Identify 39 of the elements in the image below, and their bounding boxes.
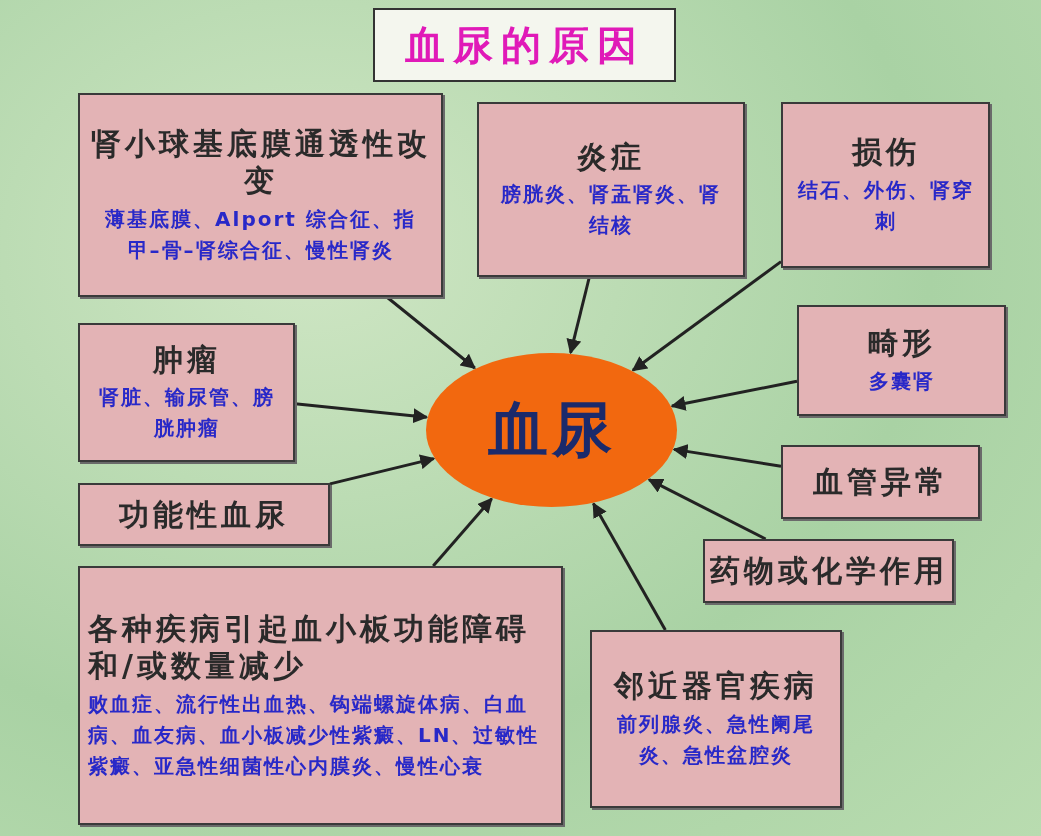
cause-heading: 邻近器官疾病	[614, 667, 818, 705]
cause-box	[477, 102, 745, 277]
cause-box	[78, 323, 295, 462]
cause-heading: 畸形	[867, 324, 936, 362]
arrow	[294, 402, 429, 424]
cause-heading: 各种疾病引起血小板功能障碍和/或数量减少	[88, 609, 531, 685]
arrow	[672, 444, 782, 468]
cause-heading: 功能性血尿	[119, 495, 289, 534]
cause-box	[781, 445, 980, 519]
cause-box	[797, 305, 1006, 416]
center-label: 血尿	[487, 392, 616, 466]
cause-box	[78, 566, 563, 825]
arrow	[566, 276, 591, 355]
arrow	[432, 497, 493, 567]
cause-box	[781, 102, 990, 268]
cause-examples: 肾脏、输尿管、膀胱肿瘤	[97, 384, 276, 443]
arrow	[329, 454, 436, 486]
cause-heading: 肾小球基底膜通透性改变	[90, 124, 431, 200]
cause-box	[78, 93, 443, 297]
arrow	[631, 260, 782, 372]
cause-box	[590, 630, 842, 808]
arrow	[592, 502, 667, 631]
cause-heading: 损伤	[851, 133, 920, 171]
cause-examples: 前列腺炎、急性阑尾炎、急性盆腔炎	[616, 710, 816, 769]
title: 血尿的原因	[404, 20, 645, 70]
cause-box	[703, 539, 954, 603]
cause-heading: 肿瘤	[152, 340, 221, 379]
cause-examples: 膀胱炎、肾盂肾炎、肾结核	[499, 181, 722, 240]
cause-examples: 结石、外伤、肾穿刺	[796, 176, 975, 235]
arrow	[647, 478, 767, 541]
cause-heading: 药物或化学作用	[709, 552, 948, 590]
center-ellipse	[425, 352, 678, 508]
arrow	[670, 379, 798, 411]
cause-heading: 血管异常	[812, 463, 949, 501]
cause-examples: 薄基底膜、Alport 综合征、指甲–骨–肾综合征、慢性肾炎	[104, 205, 417, 264]
cause-examples: 败血症、流行性出血热、钩端螺旋体病、白血病、血友病、血小板减少性紫癜、LN、过敏性紫癜、亚急性细菌性心内膜炎、慢性心衰	[88, 690, 541, 780]
cause-examples: 多囊肾	[868, 367, 935, 395]
cause-box	[78, 483, 330, 546]
cause-heading: 炎症	[577, 137, 645, 176]
